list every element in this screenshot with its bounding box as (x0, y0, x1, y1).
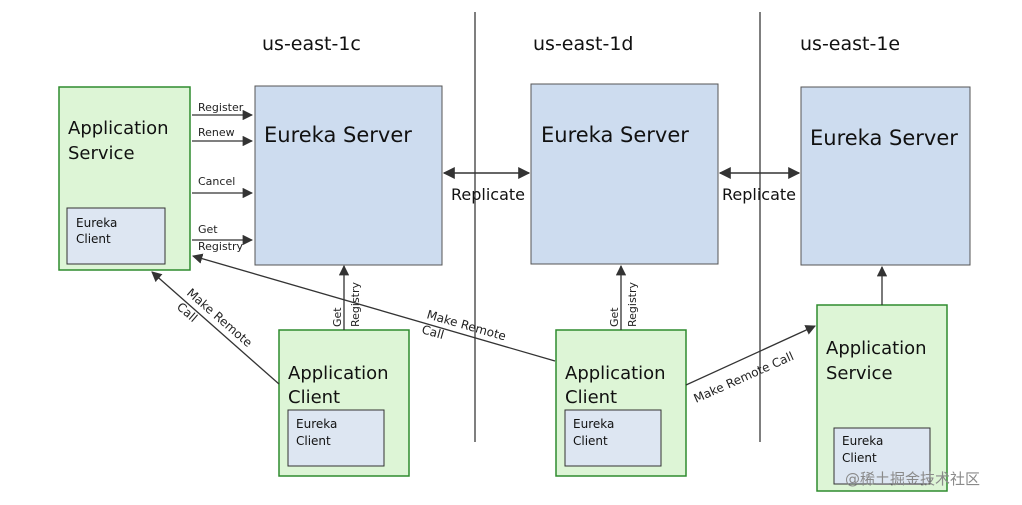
eureka-server-label: Eureka Server (264, 123, 412, 147)
eureka-server-us-east-1d: Eureka Server (530, 83, 719, 265)
eureka-client-label-line2: Client (573, 434, 608, 448)
eureka-client-box (66, 207, 166, 265)
eureka-server-label: Eureka Server (810, 126, 958, 150)
remote-call-arrow-client-d-to-service-right (685, 325, 816, 386)
eureka-client-label-line1: Eureka (296, 417, 337, 431)
eureka-server-us-east-1e: Eureka Server (800, 86, 971, 266)
application-service-left: Application Service Eureka Client (58, 86, 191, 271)
eureka-client-label-line1: Eureka (573, 417, 614, 431)
eureka-client-label-line1: Eureka (842, 434, 883, 448)
watermark-text: @稀土掘金技术社区 (845, 470, 980, 488)
eureka-client-label-line1: Eureka (76, 216, 117, 230)
remote-call-arrow-client-c-to-service-left (151, 271, 280, 385)
application-service-right: Application Service Eureka Client (816, 304, 948, 492)
eureka-server-us-east-1c: Eureka Server (254, 85, 443, 266)
application-service-title-line2: Service (826, 363, 893, 384)
renew-label: Renew (198, 126, 235, 139)
application-client-title-line1: Application (565, 363, 666, 384)
registry-label-vertical: Registry (349, 281, 362, 327)
zone-label-us-east-1d: us-east-1d (533, 33, 633, 55)
application-service-title-line2: Service (68, 143, 135, 164)
application-client-title-line2: Client (565, 387, 617, 408)
replicate-label-c-d: Replicate (451, 185, 525, 204)
register-label: Register (198, 101, 244, 114)
eureka-client-box (833, 427, 931, 485)
remote-call-label-right: Make Remote Call (692, 349, 796, 406)
registry-label: Registry (198, 240, 244, 253)
application-client-us-east-1d: Application Client Eureka Client (555, 329, 687, 477)
eureka-server-label: Eureka Server (541, 123, 689, 147)
application-client-title-line1: Application (288, 363, 389, 384)
application-client-us-east-1c: Application Client Eureka Client (278, 329, 410, 477)
eureka-client-box (564, 409, 662, 467)
eureka-client-label-line2: Client (296, 434, 331, 448)
cancel-label: Cancel (198, 175, 235, 188)
zone-label-us-east-1e: us-east-1e (800, 33, 900, 55)
remote-call-label-mid-line2: Call (420, 322, 445, 342)
get-label: Get (198, 223, 218, 236)
eureka-client-label-line2: Client (76, 232, 111, 246)
eureka-client-label-line2: Client (842, 451, 877, 465)
application-service-title-line1: Application (826, 338, 927, 359)
replicate-label-d-e: Replicate (722, 185, 796, 204)
get-label-vertical: Get (331, 307, 344, 327)
registry-label-vertical: Registry (626, 281, 639, 327)
remote-call-arrow-client-d-to-service-left (192, 253, 556, 362)
zone-label-us-east-1c: us-east-1c (262, 33, 361, 55)
application-service-title-line1: Application (68, 118, 169, 139)
eureka-client-box (287, 409, 385, 467)
application-client-title-line2: Client (288, 387, 340, 408)
get-label-vertical: Get (608, 307, 621, 327)
